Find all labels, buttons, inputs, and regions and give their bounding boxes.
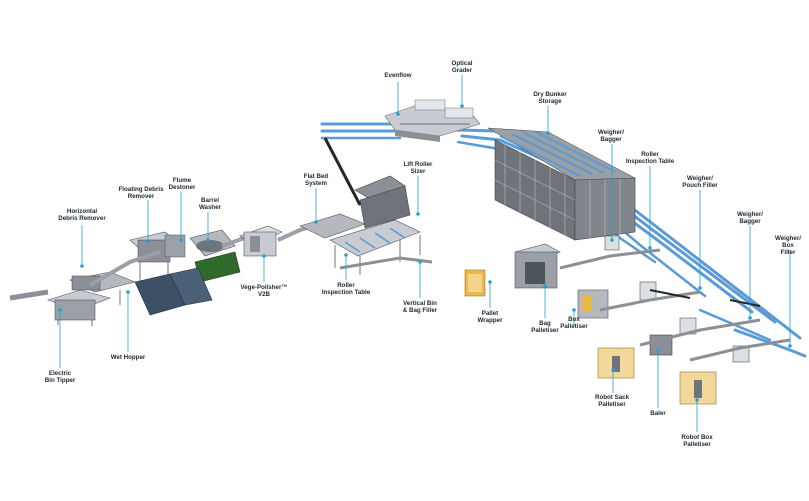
label-evenflow: Evenflow <box>384 72 412 79</box>
label-baler: Baler <box>650 410 666 417</box>
label-weigher-bagger-1: Weigher/ Bagger <box>597 129 625 144</box>
label-floating-debris-remover: Floating Debris Remover <box>118 186 164 201</box>
label-barrel-washer: Barrel Washer <box>198 197 222 212</box>
label-weigher-box-filler: Weigher/ Box Filler <box>774 235 802 257</box>
conveyor-return <box>733 328 807 358</box>
label-electric-bin-tipper: Electric Bin Tipper <box>44 370 76 385</box>
label-horizontal-debris-remover: Horizontal Debris Remover <box>58 208 106 223</box>
dry-bunker-storage-unit <box>487 127 637 241</box>
optical-grader-unit <box>384 99 481 142</box>
label-weigher-bagger-2: Weigher/ Bagger <box>736 211 764 226</box>
sizer-section <box>299 137 433 275</box>
label-robot-sack-palletiser: Robot Sack Palletiser <box>594 394 630 409</box>
label-wet-hopper: Wet Hopper <box>110 354 146 361</box>
label-roller-inspection-table-1: Roller Inspection Table <box>321 282 371 297</box>
label-flat-bed-system: Flat Bed System <box>303 173 329 188</box>
callout-lines <box>58 75 792 432</box>
label-optical-grader: Optical Grader <box>451 60 473 75</box>
label-bag-palletiser: Bag Palletiser <box>531 320 559 335</box>
intake-section <box>9 229 251 326</box>
label-lift-roller-sizer: Lift Roller Sizer <box>403 161 433 176</box>
label-pallet-wrapper: Pallet Wrapper <box>477 310 503 325</box>
label-dry-bunker-storage: Dry Bunker Storage <box>533 91 567 106</box>
label-flume-destoner: Flume Destoner <box>168 177 196 192</box>
label-robot-box-palletiser: Robot Box Palletiser <box>681 434 713 449</box>
vege-polisher-unit <box>239 222 321 257</box>
label-roller-inspection-table-2: Roller Inspection Table <box>625 151 675 166</box>
label-vertical-bin-bag-filler: Vertical Bin & Bag Filler <box>402 300 438 315</box>
label-box-palletiser: Box Palletiser <box>560 316 588 331</box>
label-vege-polisher: Vege-Polisher™ V2B <box>240 284 288 299</box>
palletiser-zone <box>464 235 791 405</box>
label-weigher-pouch-filler: Weigher/ Pouch Filler <box>682 175 718 190</box>
